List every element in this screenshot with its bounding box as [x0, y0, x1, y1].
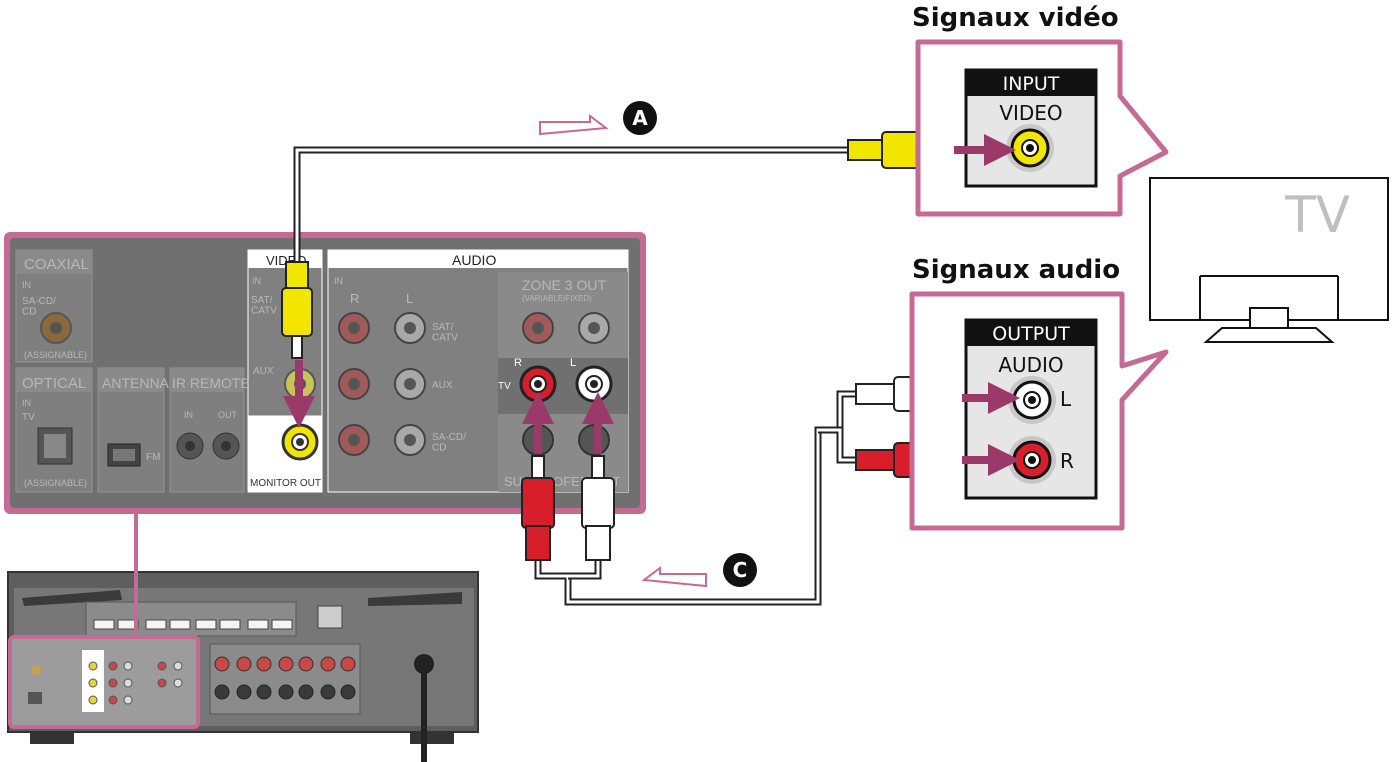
label-output: OUTPUT [992, 323, 1070, 345]
label-audio-in: IN [334, 276, 343, 286]
marker-c-label: C [733, 558, 748, 582]
receiver-audio-plug-red [521, 455, 555, 561]
label-coaxial: COAXIAL [24, 256, 89, 273]
label-audio-right: R [1060, 449, 1074, 473]
marker-a-label: A [632, 106, 648, 130]
label-audio-l: L [406, 291, 413, 306]
label-optical-source: TV [22, 412, 35, 423]
label-video-in: IN [252, 276, 261, 286]
label-video-in: VIDEO [999, 101, 1062, 125]
label-optical-assign: (ASSIGNABLE) [24, 478, 87, 488]
label-sat-catv: SAT/CATV [432, 322, 458, 344]
heading-video-signals: Signaux vidéo [912, 3, 1119, 33]
tv-callout-labels: Signaux vidéo Signaux audio INPUT VIDEO … [912, 3, 1120, 473]
direction-arrow-a [539, 114, 609, 136]
label-tv-r: R [514, 357, 522, 369]
receiver-unit [7, 571, 479, 762]
direction-arrow-c [641, 566, 707, 588]
label-coaxial-assign: (ASSIGNABLE) [24, 350, 87, 360]
label-tv-l: L [570, 357, 576, 369]
marker-a: A [623, 101, 657, 135]
label-audio-out: AUDIO [998, 353, 1063, 377]
label-aux: AUX [432, 380, 453, 391]
label-audio-left: L [1060, 387, 1072, 411]
label-tv: TV [498, 381, 511, 392]
label-sacd: SA-CD/CD [432, 432, 466, 454]
label-antenna: ANTENNA [102, 375, 170, 391]
label-ir-out: OUT [218, 410, 238, 420]
audio-callout [909, 291, 1169, 531]
label-audio-r: R [350, 291, 359, 306]
label-coaxial-source: SA-CD/CD [22, 296, 56, 318]
label-optical: OPTICAL [22, 375, 86, 392]
label-ir-in: IN [184, 410, 193, 420]
tv-set: TV [1149, 177, 1389, 343]
receiver-panel [4, 232, 646, 514]
label-input: INPUT [1003, 73, 1060, 95]
label-optical-in: IN [22, 398, 31, 408]
label-zone3-sub: (VARIABLE/FIXED) [522, 294, 592, 303]
label-zone3: ZONE 3 OUT [522, 277, 606, 293]
label-video-sat: SAT/CATV [251, 295, 277, 317]
heading-audio-signals: Signaux audio [912, 255, 1120, 285]
label-fm: FM [146, 452, 160, 463]
label-audio: AUDIO [452, 252, 496, 268]
receiver-video-plug [281, 261, 313, 359]
label-monitor-out: MONITOR OUT [250, 478, 321, 489]
video-callout [915, 39, 1169, 217]
label-ir-remote: IR REMOTE [172, 375, 250, 391]
label-coaxial-in: IN [22, 280, 31, 290]
receiver-audio-plug-white [581, 455, 615, 561]
tv-label: TV [1284, 186, 1350, 244]
marker-c: C [723, 553, 757, 587]
label-video-aux: AUX [253, 366, 274, 377]
